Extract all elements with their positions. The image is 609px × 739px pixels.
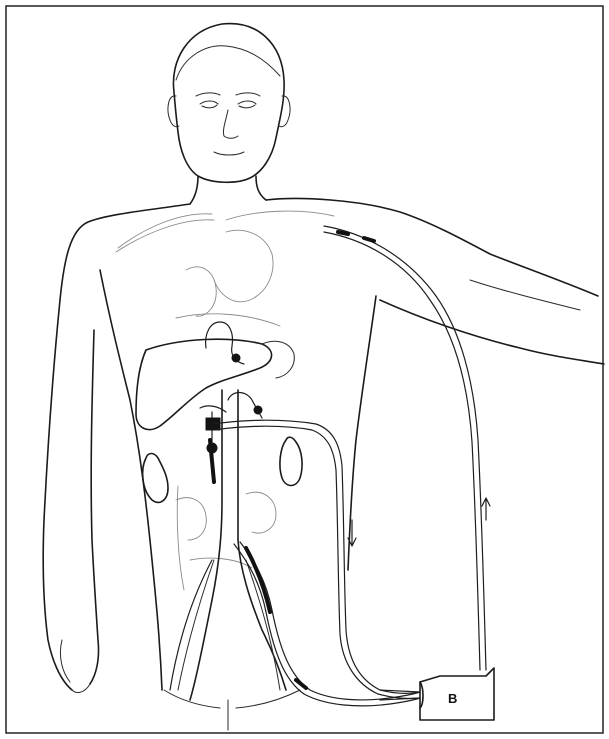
right-eye <box>238 101 256 108</box>
portal-shunt-device <box>200 322 262 482</box>
right-brow <box>236 93 260 96</box>
bypass-tubing <box>170 226 490 706</box>
diaphragm-line <box>176 314 280 326</box>
heart-outline <box>214 230 273 302</box>
iliac-line <box>170 560 212 690</box>
right-kidney <box>280 437 302 485</box>
aorta <box>238 390 286 690</box>
head-outline <box>173 24 284 183</box>
figure-frame <box>6 6 603 733</box>
left-torso-side <box>100 270 162 690</box>
shunt-valve <box>207 443 217 453</box>
left-inner-arm <box>90 330 99 684</box>
vena-cava <box>190 390 222 700</box>
return-line-inner <box>324 232 480 670</box>
shunt-clamp-upper <box>232 354 240 362</box>
femoral-band <box>296 680 306 688</box>
shunt-clamp-right <box>254 406 262 414</box>
intestine-2 <box>246 492 276 533</box>
left-brow <box>196 93 220 96</box>
neck-right <box>256 176 266 200</box>
axillary-cannula-band-1 <box>338 232 348 234</box>
left-kidney <box>143 454 168 503</box>
intestine-1 <box>176 498 206 540</box>
left-eye <box>200 101 218 108</box>
iliac-left <box>178 560 214 690</box>
left-shoulder-arm <box>43 204 190 690</box>
neck-left <box>190 176 198 204</box>
groin-right <box>236 690 300 708</box>
colon <box>177 486 184 590</box>
intestine-3 <box>190 558 252 568</box>
nose <box>223 110 238 138</box>
left-hand <box>60 640 90 692</box>
right-arm-fold <box>470 280 580 310</box>
left-collarbone-2 <box>116 220 214 252</box>
femoral-cannula <box>246 548 270 612</box>
femoral-line-outer <box>240 542 420 700</box>
hair-line <box>176 46 280 80</box>
inflow-line-inner <box>214 426 420 698</box>
femoral-line-inner <box>234 544 420 706</box>
return-flow-arrow <box>482 498 490 520</box>
pump-unit: B <box>420 668 494 720</box>
pump-label: B <box>448 691 457 706</box>
inflow-line-outer <box>214 420 420 693</box>
return-line-outer <box>324 226 486 670</box>
mouth <box>214 152 244 155</box>
liver <box>136 339 272 429</box>
lung-outline <box>186 267 216 316</box>
axillary-cannula-band-2 <box>364 238 374 241</box>
right-inner-arm <box>380 300 604 364</box>
right-collarbone <box>226 211 334 220</box>
human-figure <box>43 24 604 730</box>
